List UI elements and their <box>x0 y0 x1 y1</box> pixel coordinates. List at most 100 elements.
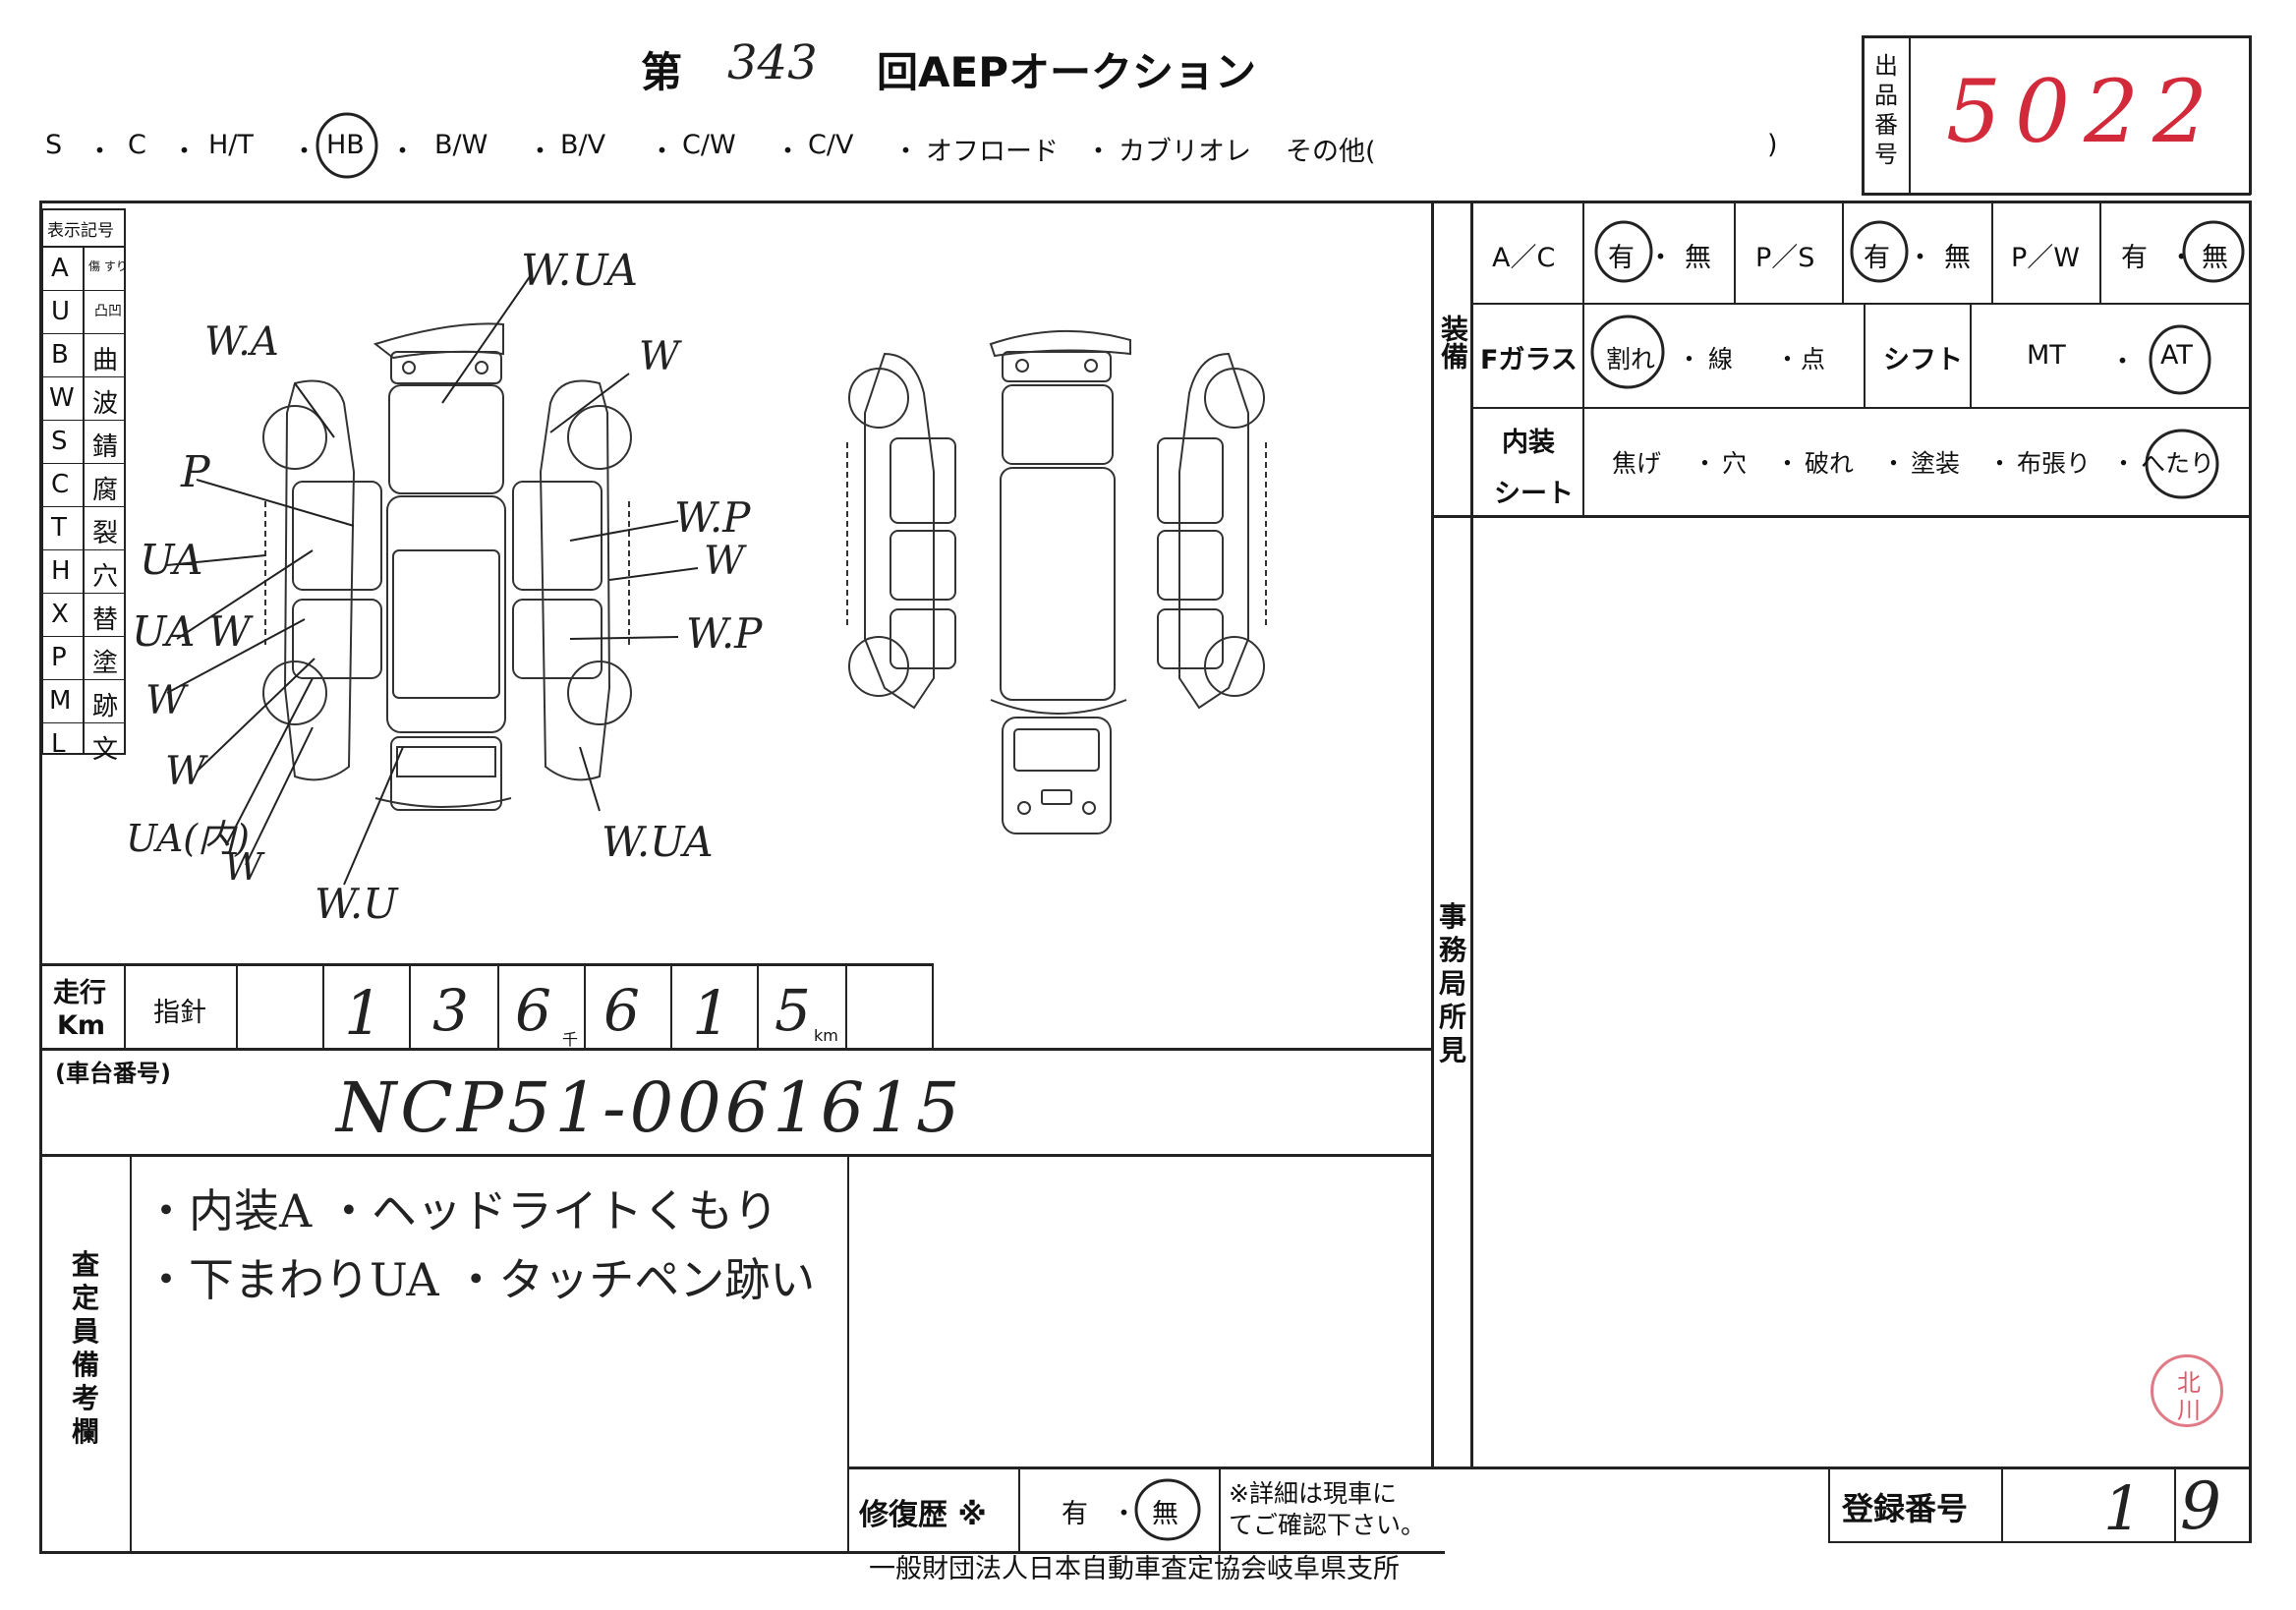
body-type-sep: ・ <box>291 137 317 167</box>
ps-yes: 有 <box>1864 243 1890 273</box>
registration-digit: 9 <box>2180 1468 2221 1544</box>
lot-number-label: 出 品 番 号 <box>1874 52 1898 168</box>
odometer-digit: 6 <box>603 977 640 1044</box>
body-type-c: C <box>128 130 146 160</box>
glass-label: Fガラス <box>1480 345 1578 375</box>
shift-at: AT <box>2160 340 2193 371</box>
repair-note: ※詳細は現車に <box>1229 1479 1397 1508</box>
repair-yes: 有 <box>1062 1499 1088 1529</box>
gauge-label: 指針 <box>153 998 206 1028</box>
body-type-other: その他( <box>1286 137 1376 167</box>
repair-sep: ・ <box>1111 1499 1137 1529</box>
chassis-label: (車台番号) <box>55 1060 171 1087</box>
ps-sep: ・ <box>1907 243 1933 273</box>
damage-mark: W <box>224 845 263 889</box>
damage-mark: W.UA <box>602 818 714 866</box>
lot-number: 5022 <box>1946 61 2221 162</box>
ac-label: A／C <box>1492 243 1556 273</box>
body-type-row: S ・ C ・ H/T ・ HB ・ B/W ・ B/V ・ C/W ・ C/V… <box>45 130 1834 169</box>
ac-yes: 有 <box>1608 243 1635 273</box>
odometer-digit: 1 <box>692 977 731 1049</box>
body-type-cabriolet: カブリオレ <box>1119 137 1251 167</box>
shift-sep: ・ <box>2109 347 2136 377</box>
odometer-digit: 5 <box>775 977 811 1044</box>
km-unit: km <box>814 1026 838 1045</box>
body-type-offroad: オフロード <box>926 137 1059 167</box>
damage-mark: W.UA <box>521 246 639 296</box>
ac-no: 無 <box>1685 243 1711 273</box>
body-type-sep: ・ <box>389 137 416 167</box>
inspector-stamp: 北 川 <box>2151 1354 2223 1427</box>
legend-title: 表示記号 <box>47 221 114 241</box>
damage-mark: W.P <box>674 493 751 542</box>
body-type-sep: ・ <box>775 137 801 167</box>
body-type-sep: ・ <box>649 137 675 167</box>
glass-sep: ・ <box>1775 345 1801 374</box>
hb-circle-mark <box>316 112 378 179</box>
body-type-close: ) <box>1767 130 1778 160</box>
repair-no: 無 <box>1152 1499 1178 1529</box>
body-type-ht: H/T <box>208 130 254 160</box>
body-type-bw: B/W <box>434 130 488 160</box>
repair-no-circle <box>1134 1478 1201 1541</box>
body-type-sep: ・ <box>86 137 113 167</box>
office-remarks-label: 事 務 局 所 見 <box>1438 900 1466 1066</box>
damage-mark: UA(内) <box>126 817 250 860</box>
shift-mt: MT <box>2027 340 2066 371</box>
thousand-unit: 千 <box>562 1030 579 1049</box>
damage-mark: W <box>639 334 680 379</box>
damage-mark: W <box>704 539 745 584</box>
option-circle-marks <box>1590 220 2245 499</box>
pw-yes: 有 <box>2121 243 2148 273</box>
glass-crack: 割れ <box>1606 345 1656 374</box>
glass-chip: 点 <box>1801 345 1826 374</box>
damage-mark: UA W <box>132 607 251 656</box>
ps-label: P／S <box>1755 243 1815 273</box>
ps-no: 無 <box>1944 243 1971 273</box>
body-type-sep: ・ <box>171 137 198 167</box>
body-type-s: S <box>45 130 63 160</box>
body-type-cw: C/W <box>682 130 736 160</box>
auction-number: 343 <box>727 35 818 90</box>
shift-label: シフト <box>1883 345 1963 375</box>
interior-label: 内装 <box>1502 428 1555 458</box>
damage-mark: W.A <box>204 319 279 365</box>
odometer-label: 走行 <box>53 978 106 1008</box>
chassis-number: NCP51-0061615 <box>336 1067 964 1148</box>
car-diagram-marked <box>166 274 1267 886</box>
registration-label: 登録番号 <box>1842 1490 1969 1527</box>
pw-label: P／W <box>2011 243 2080 273</box>
inspector-notes-label: 査 定 員 備 考 欄 <box>71 1248 99 1448</box>
odometer-unit-label: Km <box>57 1010 106 1041</box>
inspector-note-line: ・内装A ・ヘッドライトくもり <box>144 1184 778 1237</box>
damage-mark: W.U <box>315 880 398 928</box>
body-type-sep: ・ <box>892 137 919 167</box>
glass-sep: ・ <box>1677 345 1702 374</box>
repair-note: てご確認下さい。 <box>1229 1511 1426 1539</box>
glass-line: 線 <box>1708 345 1734 374</box>
body-type-hb: HB <box>326 130 365 160</box>
damage-mark: W <box>145 678 187 723</box>
title-suffix: 回AEPオークション <box>877 48 1256 96</box>
body-type-sep: ・ <box>527 137 553 167</box>
pw-no: 無 <box>2202 243 2228 273</box>
odometer-digit: 6 <box>515 977 551 1044</box>
odometer-digit: 1 <box>344 977 383 1049</box>
damage-mark: UA <box>140 536 203 584</box>
body-type-bv: B/V <box>560 130 606 160</box>
seat-label: シート <box>1494 479 1574 509</box>
title-prefix: 第 <box>641 48 683 96</box>
equipment-label: 装備 <box>1437 315 1469 370</box>
damage-mark: W.P <box>686 609 763 658</box>
